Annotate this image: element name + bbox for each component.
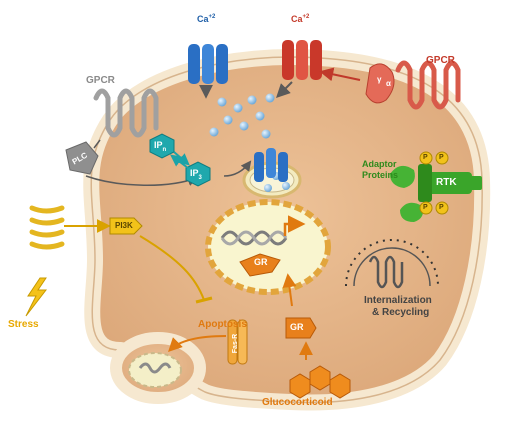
gpcr-right-label: GPCR [426,55,455,66]
internalization-line1: Internalization [364,295,432,306]
gpcr-left-label: GPCR [86,75,115,86]
rtk-label: RTK [436,177,457,188]
ip3-label: IP3 [190,169,202,181]
gr-nucleus-label: GR [254,257,268,267]
glucocorticoid-pathway [282,273,351,399]
calcium-channel-blue [188,44,228,99]
alpha-label: α [386,79,391,88]
p-label-1: P [423,154,428,161]
ip-molecules [149,133,211,187]
nucleus [205,199,331,295]
internalization-vesicle [345,239,439,289]
mitochondrion [128,352,182,388]
ca-right-label: Ca+2 [291,14,309,24]
ca-right-charge: +2 [302,14,310,20]
adaptor-line2: Proteins [362,170,399,180]
internalization-line2: & Recycling [372,307,430,318]
ip3-subscript: 3 [198,174,202,181]
p-label-2: P [439,154,444,161]
gr-cytoplasm-label: GR [290,322,304,332]
store-calcium-channel [254,148,288,182]
ip-n-label: IPn [154,141,166,153]
gpcr-left-receptor [93,88,159,138]
gamma-label: γ [377,75,382,84]
calcium-channel-red [276,40,322,98]
p-label-4: P [439,204,444,211]
p-label-3: P [423,204,428,211]
adaptor-line1: Adaptor [362,159,397,169]
gpcr-right-receptor [319,60,461,110]
ip3-text: IP [190,168,199,178]
ip-n-text: IP [154,140,163,150]
stress-receptor [29,205,213,304]
ca-left-text: Ca [197,14,209,24]
ca-left-label: Ca+2 [197,14,215,24]
lightning-icon [25,277,48,317]
stress-label: Stress [8,319,39,330]
glucocorticoid-label: Glucocorticoid [262,397,333,408]
fas-receptor [168,319,248,365]
rtk-receptor [390,151,482,222]
pi3k-label: PI3K [115,221,133,230]
ip-n-subscript: n [162,146,167,153]
ca-right-text: Ca [291,14,303,24]
apoptosis-label: Apoptosis [198,319,247,330]
ca-left-charge: +2 [208,14,216,20]
calcium-ions [209,93,290,192]
fas-r-label: Fas-R [232,333,240,354]
